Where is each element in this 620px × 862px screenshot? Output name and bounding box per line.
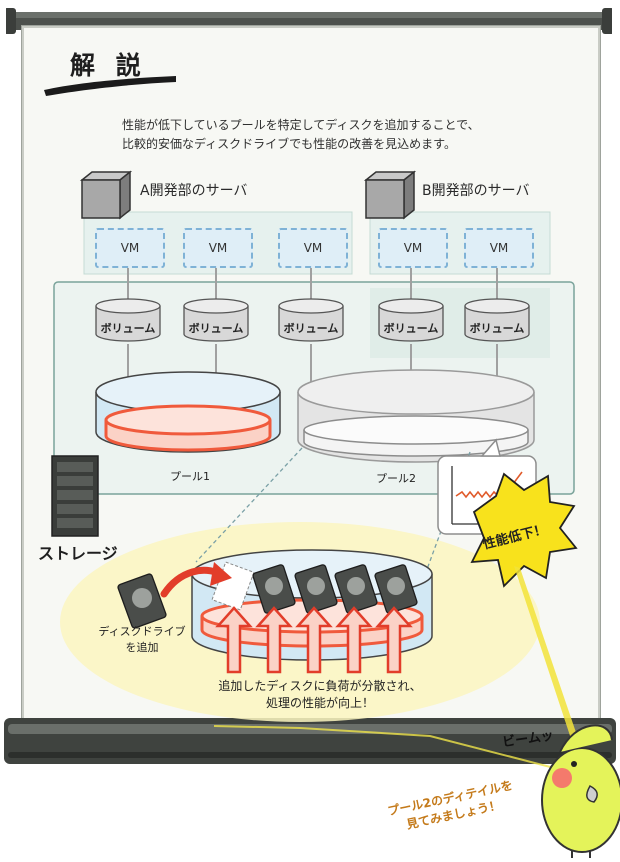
server-a-label: A開発部のサーバ <box>140 183 248 199</box>
volume-label: ボリューム <box>188 322 244 335</box>
pool-2-container <box>297 369 535 463</box>
pool-1-label: プール1 <box>170 470 210 483</box>
pool-2-label: プール2 <box>376 472 416 485</box>
screen-bottom-bar <box>4 718 616 764</box>
intro-line-2: 比較的安価なディスクドライブでも性能の改善を見込めます。 <box>122 137 456 151</box>
volume-cylinder-4 <box>378 298 444 342</box>
vm-box: VM <box>278 228 348 268</box>
volume-cylinder-3 <box>278 298 344 342</box>
vm-box: VM <box>183 228 253 268</box>
volume-cylinder-5 <box>464 298 530 342</box>
server-a-icon <box>79 170 133 220</box>
beam <box>514 566 584 760</box>
storage-label: ストレージ <box>38 544 118 563</box>
load-arrows <box>215 606 413 674</box>
add-disk-label: ディスクドライブ を追加 <box>90 624 194 656</box>
server-b-label: B開発部のサーバ <box>422 183 530 199</box>
page-title: 解 説 <box>70 51 147 80</box>
alert-burst <box>470 472 578 588</box>
volume-label: ボリューム <box>469 322 525 335</box>
bottom-caption-line-1: 追加したディスクに負荷が分散され、 <box>218 679 422 693</box>
vm-box: VM <box>95 228 165 268</box>
volume-label: ボリューム <box>100 322 156 335</box>
storage-rack-icon <box>51 455 99 537</box>
bottom-caption-line-2: 処理の性能が向上！ <box>265 696 374 710</box>
server-b-icon <box>363 170 417 220</box>
volume-cylinder-2 <box>183 298 249 342</box>
vm-box: VM <box>464 228 534 268</box>
volume-label: ボリューム <box>283 322 339 335</box>
vm-box: VM <box>378 228 448 268</box>
pool-1-container <box>95 371 281 453</box>
add-disk-label-line-2: を追加 <box>125 641 159 654</box>
volume-label: ボリューム <box>383 322 439 335</box>
volume-cylinder-1 <box>95 298 161 342</box>
bird-mascot-icon <box>541 724 620 858</box>
intro-text: 性能が低下しているプールを特定してディスクを追加することで、 比較的安価なディス… <box>122 116 542 154</box>
bottom-caption: 追加したディスクに負荷が分散され、 処理の性能が向上！ <box>200 678 440 712</box>
intro-line-1: 性能が低下しているプールを特定してディスクを追加することで、 <box>122 118 480 132</box>
add-disk-label-line-1: ディスクドライブ <box>98 625 186 638</box>
added-disk-icon <box>117 573 167 629</box>
screen-top-bar <box>6 8 612 34</box>
title-brush-stroke <box>44 76 176 96</box>
